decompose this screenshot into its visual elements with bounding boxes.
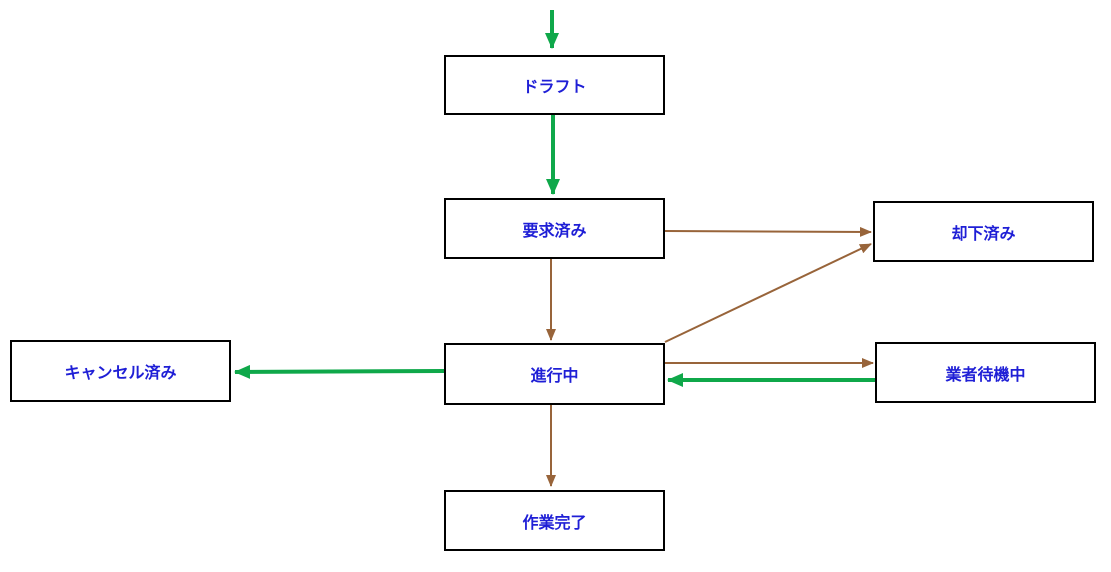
- node-requested: 要求済み: [444, 198, 665, 259]
- node-completed: 作業完了: [444, 490, 665, 551]
- node-vendor-waiting-label: 業者待機中: [945, 364, 1026, 384]
- edge-requested-to-rejected: [664, 226, 872, 237]
- node-cancelled: キャンセル済み: [10, 340, 231, 402]
- node-rejected-label: 却下済み: [951, 223, 1016, 243]
- node-vendor-waiting: 業者待機中: [875, 342, 1096, 403]
- node-draft-label: ドラフト: [522, 77, 587, 96]
- node-completed-label: 作業完了: [522, 512, 587, 532]
- edge-in-progress-to-rejected: [664, 243, 872, 343]
- node-in-progress-label: 進行中: [530, 366, 579, 385]
- edge-in-progress-to-cancelled: [234, 364, 445, 379]
- node-draft: ドラフト: [444, 55, 665, 115]
- node-requested-label: 要求済み: [522, 220, 587, 240]
- node-cancelled-label: キャンセル済み: [64, 363, 177, 382]
- node-in-progress: 進行中: [444, 343, 665, 405]
- node-rejected: 却下済み: [873, 201, 1094, 262]
